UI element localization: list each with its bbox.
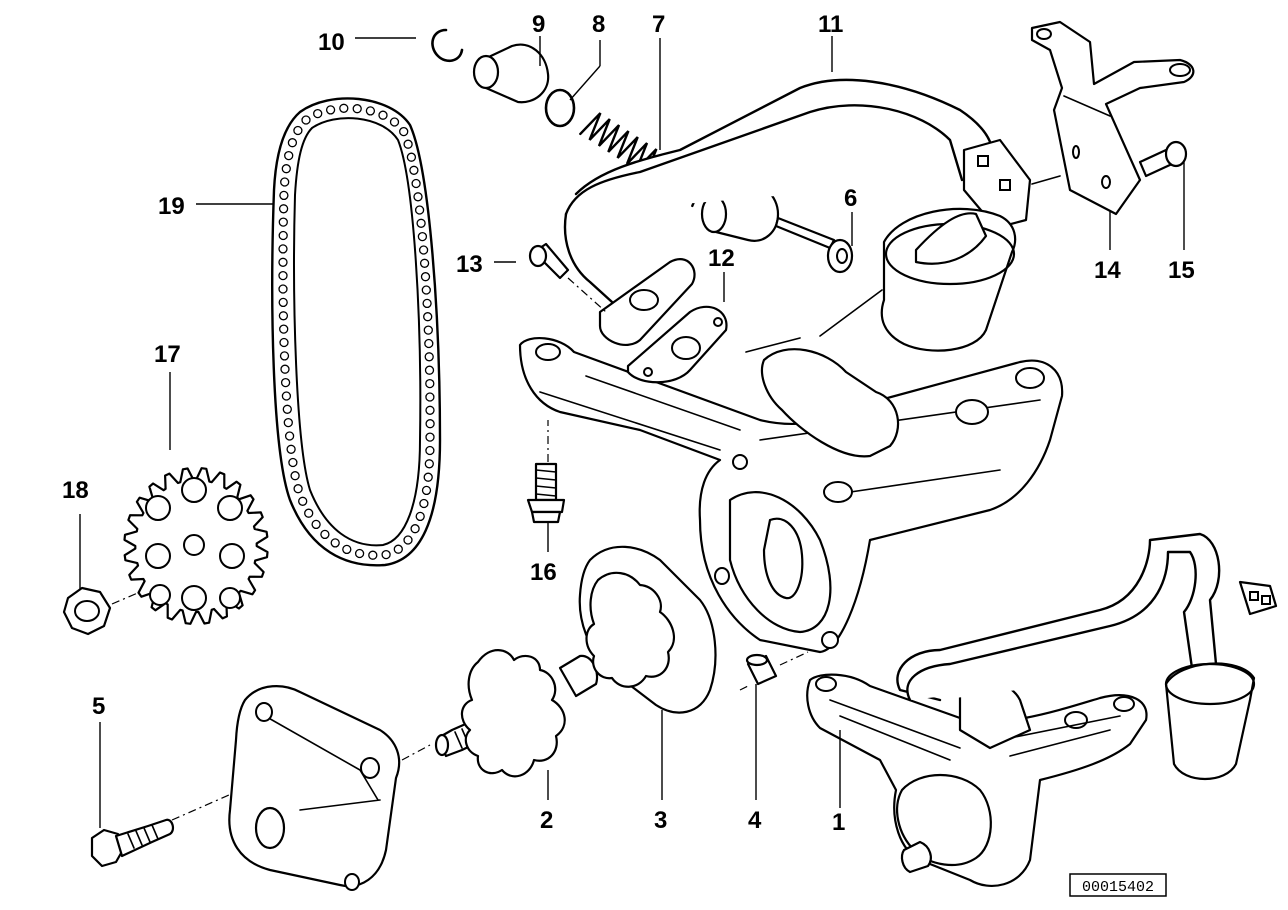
- callout-4: 4: [748, 807, 762, 834]
- leader-lines: [79, 36, 1185, 828]
- callout-19: 19: [158, 193, 185, 220]
- pump-cover[interactable]: [228, 685, 401, 891]
- dowel-sleeve[interactable]: [745, 653, 778, 686]
- callout-14: 14: [1094, 257, 1121, 284]
- callout-17: 17: [154, 341, 181, 368]
- oil-strainer[interactable]: [880, 207, 1017, 352]
- callout-16: 16: [530, 559, 557, 586]
- callout-8: 8: [592, 11, 605, 38]
- callout-11: 11: [818, 11, 843, 38]
- callout-6: 6: [844, 185, 857, 212]
- bracket-bolt[interactable]: [1138, 140, 1188, 178]
- sprocket[interactable]: [123, 467, 269, 625]
- bracket[interactable]: [1030, 20, 1195, 216]
- circlip[interactable]: [431, 28, 464, 63]
- reference-number: 00015402: [1082, 879, 1154, 896]
- valve-washer[interactable]: [826, 238, 854, 274]
- callout-5: 5: [92, 693, 105, 720]
- callout-2: 2: [540, 807, 553, 834]
- callout-18: 18: [62, 477, 89, 504]
- sealing-ring[interactable]: [544, 88, 576, 128]
- callout-3: 3: [654, 807, 667, 834]
- pump-housing[interactable]: [518, 289, 1064, 654]
- flange-bolt[interactable]: [90, 818, 175, 868]
- callout-10: 10: [318, 29, 345, 56]
- timing-chain[interactable]: [271, 97, 442, 567]
- valve-sleeve[interactable]: [472, 43, 550, 104]
- gasket[interactable]: [626, 305, 728, 384]
- pipe-bolt[interactable]: [528, 242, 570, 280]
- callout-15: 15: [1168, 257, 1195, 284]
- callout-12: 12: [708, 245, 735, 272]
- reference-number-box: 00015402: [1069, 873, 1167, 897]
- outer-rotor[interactable]: [578, 545, 717, 714]
- hex-nut[interactable]: [62, 586, 112, 636]
- drive-shaft-rotor[interactable]: [434, 649, 599, 778]
- oil-pipe[interactable]: [563, 78, 1032, 346]
- callout-9: 9: [532, 11, 545, 38]
- callout-13: 13: [456, 251, 483, 278]
- callout-1: 1: [832, 809, 845, 836]
- stud-bolt[interactable]: [526, 462, 566, 524]
- callout-7: 7: [652, 11, 665, 38]
- oil-pump-assembly[interactable]: [806, 532, 1278, 887]
- relief-piston[interactable]: [700, 183, 836, 250]
- callouts: 10 9 8 7 11 6 12 13 14 15 19 17 18 16 5 …: [62, 11, 1195, 836]
